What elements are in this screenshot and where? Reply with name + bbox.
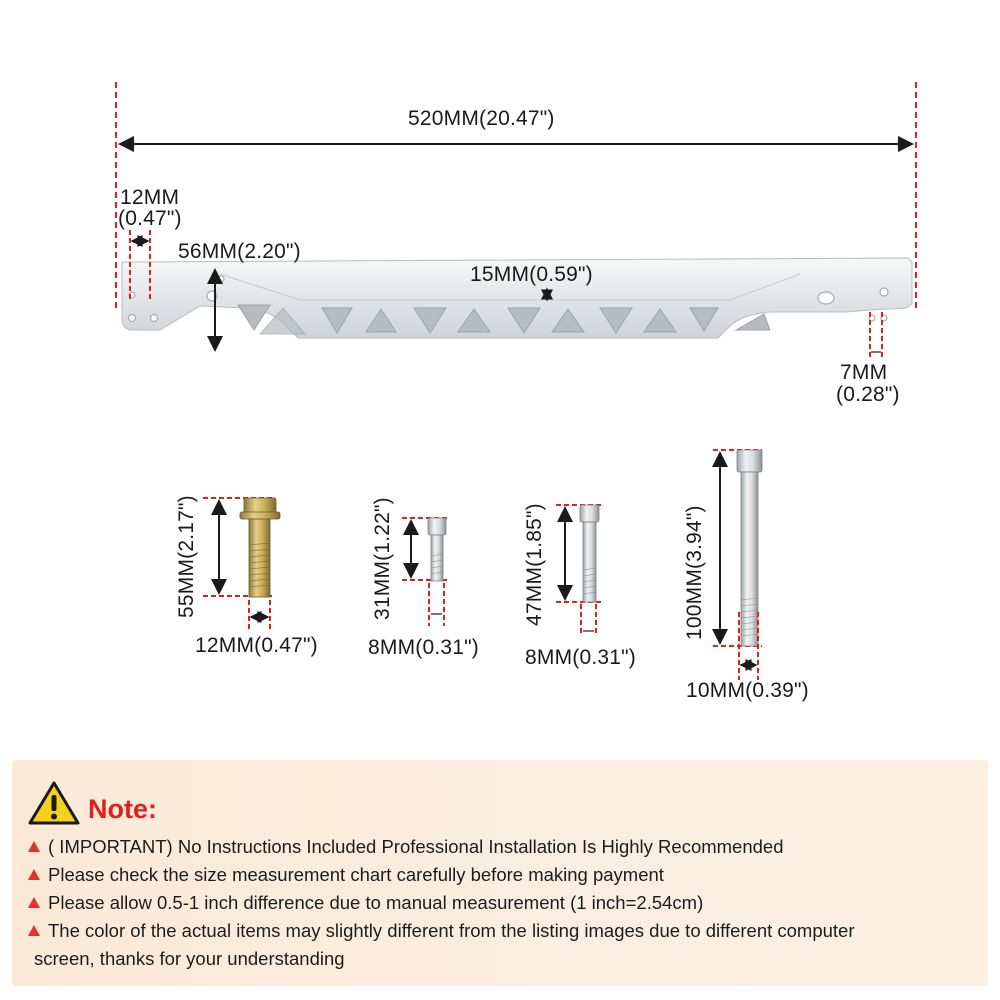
warning-icon [28,781,80,825]
red-triangle-bullet-icon [28,841,40,852]
note-panel [12,760,988,986]
bolt-4-socket-long [712,449,763,680]
bar-length-guides [115,82,917,312]
bolt3-diameter-label: 8MM(0.31") [525,646,636,669]
end-hole-width-guides [129,230,151,300]
diagram-artwork [115,82,917,680]
bolt2-length-label: 31MM(1.22") [371,497,394,620]
red-triangle-bullet-icon [28,897,40,908]
bolt-3-socket-medium [556,504,603,636]
note-item-3: Please allow 0.5-1 inch difference due t… [28,892,703,914]
bolt4-diameter-label: 10MM(0.39") [686,679,809,702]
bolt1-diameter-label: 12MM(0.47") [195,634,318,657]
red-triangle-bullet-icon [28,925,40,936]
end-hole-width-label-line1: 12MM [120,186,180,209]
note-item-1: ( IMPORTANT) No Instructions Included Pr… [28,836,784,858]
note-item-4-continued: screen, thanks for your understanding [34,948,345,969]
bar-length-label: 520MM(20.47") [408,107,555,130]
end-tab-width-label-line2: (0.28") [836,383,900,406]
bar-height-label: 56MM(2.20") [178,240,301,263]
note-title: Note: [88,794,157,824]
note-item-4: The color of the actual items may slight… [28,920,855,942]
end-tab-width-guides [869,312,883,358]
bolt3-length-label: 47MM(1.85") [523,503,546,626]
red-triangle-bullet-icon [28,869,40,880]
bolt-1-gold-flange [203,497,281,630]
bolt4-length-label: 100MM(3.94") [683,505,706,640]
subframe-brace-bar [121,257,913,339]
bolt2-diameter-label: 8MM(0.31") [368,636,479,659]
bolt-2-socket-short [402,517,450,626]
bolt1-length-label: 55MM(2.17") [175,495,198,618]
bar-thickness-label: 15MM(0.59") [470,263,593,286]
end-hole-width-label-line2: (0.47") [118,207,182,230]
end-tab-width-label-line1: 7MM [840,361,888,384]
note-item-2: Please check the size measurement chart … [28,864,664,886]
